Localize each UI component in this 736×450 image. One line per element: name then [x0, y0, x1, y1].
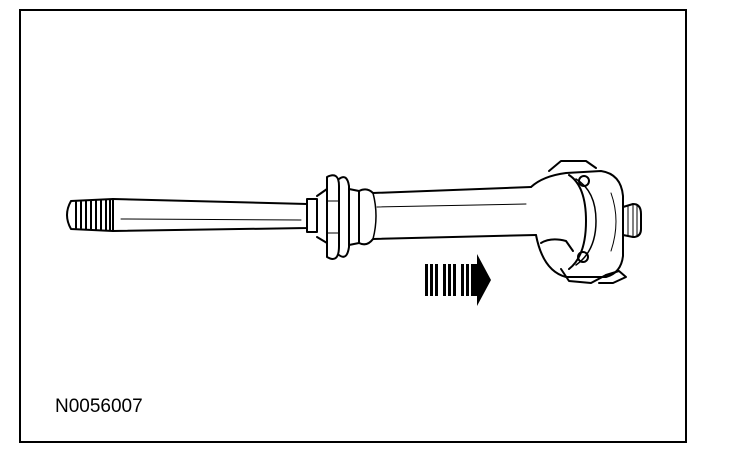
figure-id: N0056007 — [55, 396, 143, 417]
figure-frame: N0056007 — [19, 9, 687, 443]
shaft-spline — [66, 198, 114, 232]
halfshaft-illustration — [66, 160, 642, 306]
shaft-large-section — [358, 186, 537, 246]
stub-shaft — [622, 203, 642, 238]
shaft-flange — [306, 174, 360, 260]
shaft-body — [112, 198, 308, 232]
cv-joint-housing — [530, 160, 627, 284]
right-arrow-icon — [425, 254, 491, 306]
